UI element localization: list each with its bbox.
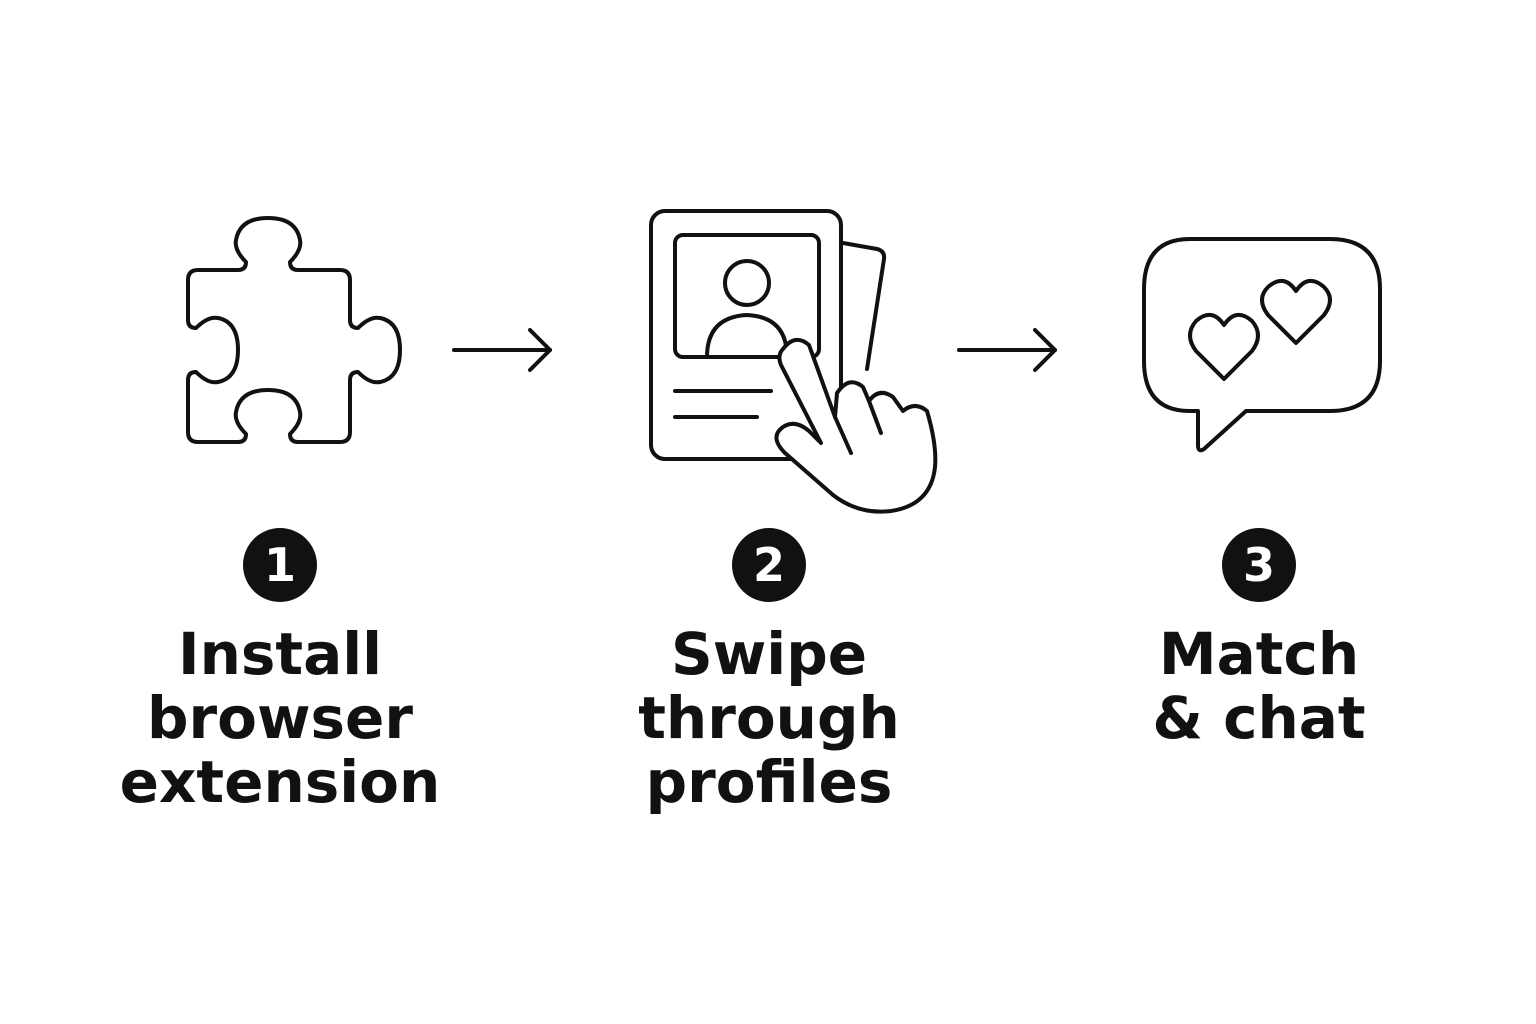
step-3-label: Match & chat [1079, 622, 1439, 750]
chat-bubble-hearts-icon [1142, 237, 1382, 453]
arrow-right-icon [452, 328, 552, 372]
step-1-label-line: extension [119, 748, 441, 816]
step-1-label-line: Install [177, 620, 383, 688]
step-2-badge: 2 [732, 528, 806, 602]
step-2-label-line: through [638, 684, 900, 752]
step-3-label-line: & chat [1152, 684, 1366, 752]
step-3-badge: 3 [1222, 528, 1296, 602]
step-1-label: Install browser extension [100, 622, 460, 814]
puzzle-piece-icon [186, 216, 402, 444]
arrow-right-icon [957, 328, 1057, 372]
step-3-label-line: Match [1158, 620, 1360, 688]
step-1-label-line: browser [146, 684, 413, 752]
step-2-label-line: Swipe [670, 620, 868, 688]
step-2-label: Swipe through profiles [589, 622, 949, 814]
profile-card-swipe-icon [649, 209, 938, 514]
step-1-badge: 1 [243, 528, 317, 602]
step-2-label-line: profiles [645, 748, 893, 816]
